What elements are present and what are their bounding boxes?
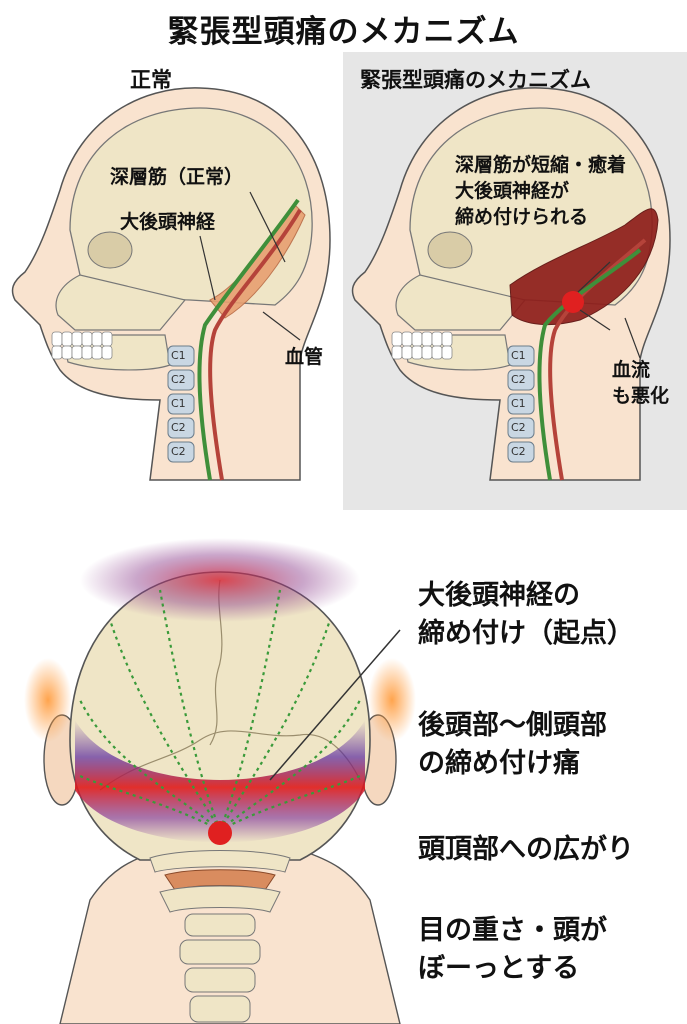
left-vertebra-label: C2 xyxy=(171,445,186,458)
left-panel-heading: 正常 xyxy=(130,68,172,92)
label-deep-muscle-shortened: 深層筋が短縮・癒着 xyxy=(455,154,627,176)
bottom-item-2-line1: 後頭部〜側頭部 xyxy=(418,710,607,741)
bottom-item-3-line1: 頭頂部への広がり xyxy=(418,834,634,865)
bottom-item-1-line1: 大後頭神経の xyxy=(418,580,580,611)
right-nerve-line xyxy=(537,248,642,481)
left-nerve-line xyxy=(197,198,300,481)
left-side-pain-glow xyxy=(24,658,72,742)
right-vertebra-label: C1 xyxy=(511,397,526,410)
bottom-item-2-line2: の締め付け痛 xyxy=(418,748,580,779)
right-vessel-line xyxy=(548,238,647,481)
occipital-pain-band xyxy=(75,720,365,843)
leader-line-origin xyxy=(269,629,401,781)
left-vertebra-label: C2 xyxy=(171,373,186,386)
right-eye-socket xyxy=(427,231,473,269)
right-vertebra-label: C2 xyxy=(511,445,526,458)
right-vertebra-label: C1 xyxy=(511,349,526,362)
label-greater-occipital-nerve: 大後頭神経 xyxy=(120,211,216,233)
nerve-branches-dotted xyxy=(77,589,363,831)
bottom-item-1-line2: 締め付け（起点） xyxy=(418,618,634,649)
left-vertebra-label: C1 xyxy=(171,397,186,410)
right-teeth xyxy=(391,331,453,360)
left-eye-socket xyxy=(87,231,133,269)
label-blood-vessel: 血管 xyxy=(285,346,324,368)
left-vertebra-label: C2 xyxy=(171,421,186,434)
page-title: 緊張型頭痛のメカニズム xyxy=(167,14,520,50)
crown-pain-glow xyxy=(80,538,360,622)
left-vessel-line xyxy=(208,208,302,481)
left-vertebra-label: C1 xyxy=(171,349,186,362)
right-muscle-tense xyxy=(509,208,659,325)
left-teeth xyxy=(51,331,113,360)
right-compression-point xyxy=(562,291,584,313)
label-nerve-compressed-2: 締め付けられる xyxy=(455,206,589,228)
right-vertebrae xyxy=(507,345,535,463)
right-side-pain-glow xyxy=(368,658,416,742)
right-vertebra-label: C2 xyxy=(511,373,526,386)
bottom-item-4-line2: ぼーっとする xyxy=(418,953,580,984)
label-deep-muscle-normal: 深層筋（正常） xyxy=(110,166,244,188)
nerve-origin-point xyxy=(208,821,232,845)
label-nerve-compressed-1: 大後頭神経が xyxy=(455,180,570,202)
bottom-item-4-line1: 目の重さ・頭が xyxy=(418,915,607,946)
left-vertebrae xyxy=(167,345,195,463)
label-blood-flow-2: も悪化 xyxy=(612,385,670,407)
label-blood-flow-1: 血流 xyxy=(612,359,651,381)
right-vertebra-label: C2 xyxy=(511,421,526,434)
cervical-vertebrae-back xyxy=(149,850,291,1023)
lambdoid-suture xyxy=(99,730,361,791)
